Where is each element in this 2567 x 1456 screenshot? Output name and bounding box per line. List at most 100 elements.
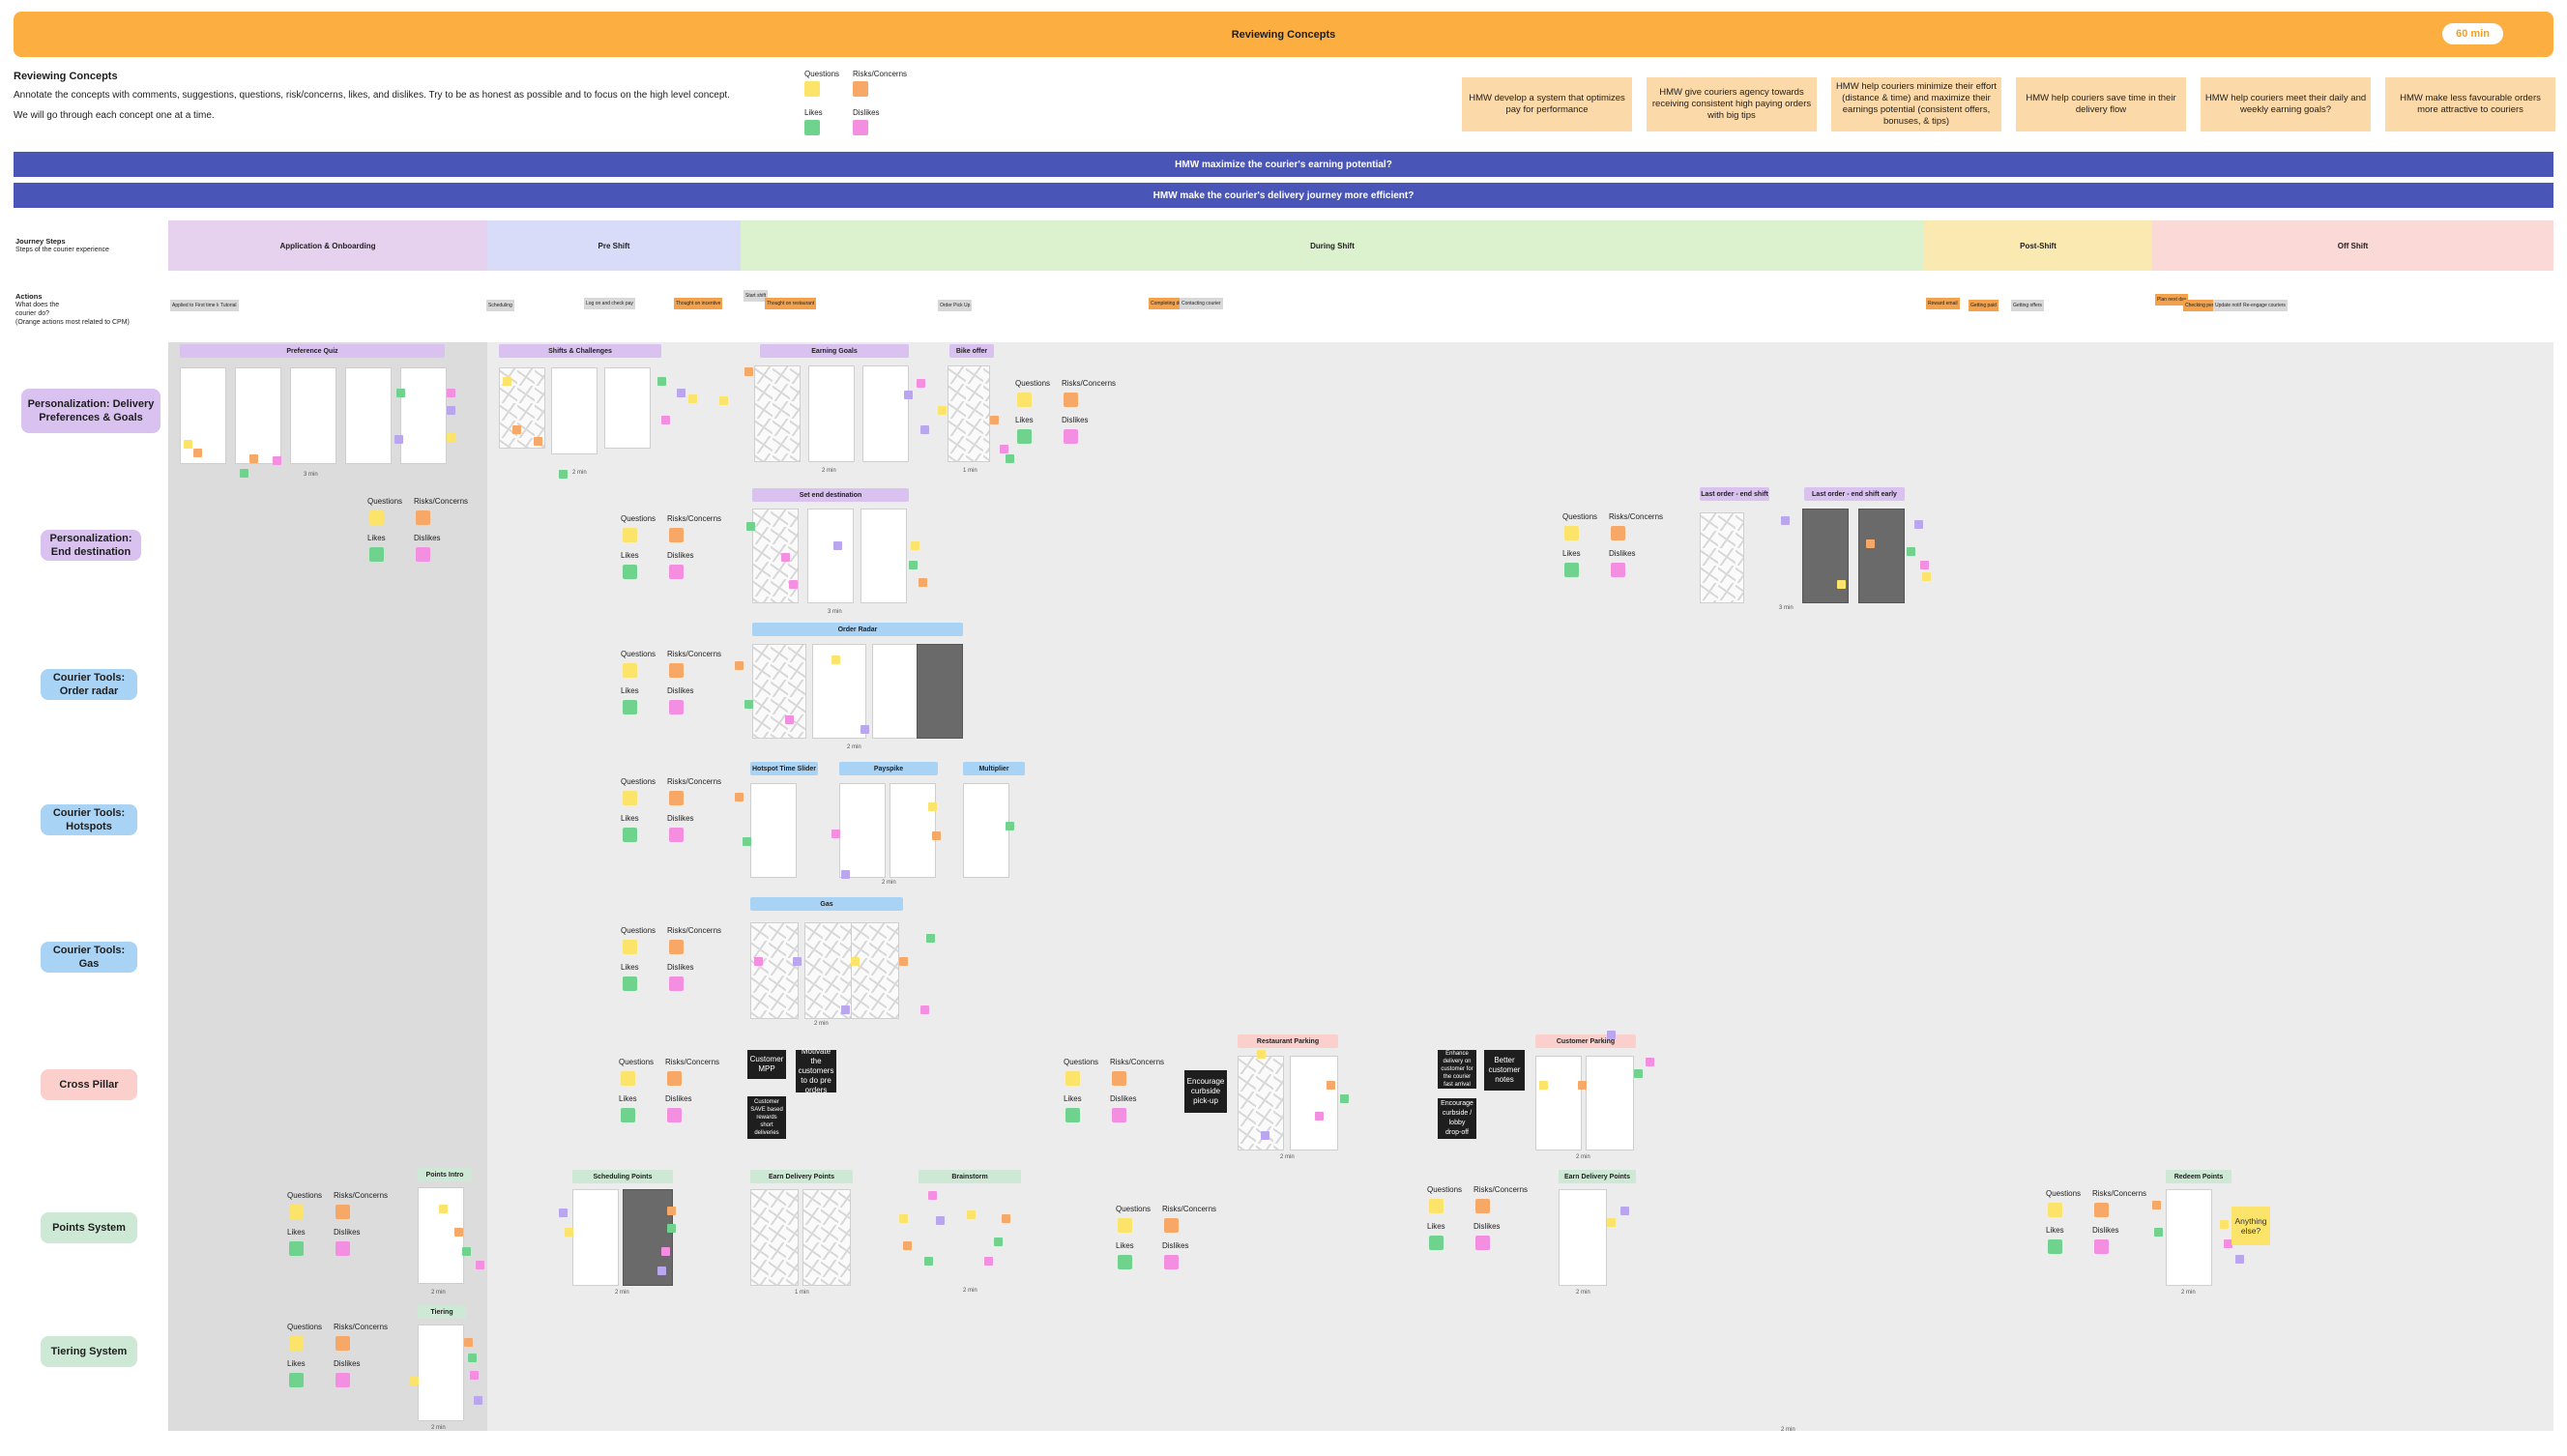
phone-screen[interactable] <box>754 365 801 462</box>
phone-screen[interactable] <box>807 509 854 603</box>
phone-screen[interactable] <box>1802 509 1849 603</box>
kit-dislikes-sticky[interactable] <box>669 976 684 991</box>
comment-sticky[interactable] <box>924 1257 933 1266</box>
comment-sticky[interactable] <box>1914 520 1923 529</box>
kit-dislikes-sticky[interactable] <box>669 565 684 579</box>
hmw-bar-efficiency[interactable]: HMW make the courier's delivery journey … <box>14 183 2553 208</box>
kit-questions-sticky[interactable] <box>1017 393 1032 407</box>
kit-risks-sticky[interactable] <box>1112 1071 1126 1086</box>
phone-screen[interactable] <box>572 1189 619 1286</box>
legend-risks-sticky[interactable] <box>853 81 868 97</box>
comment-sticky[interactable] <box>476 1261 484 1269</box>
comment-sticky[interactable] <box>410 1377 419 1385</box>
comment-sticky[interactable] <box>851 957 860 966</box>
kit-likes-sticky[interactable] <box>1429 1236 1444 1250</box>
kit-likes-sticky[interactable] <box>623 828 637 842</box>
comment-sticky[interactable] <box>512 425 521 434</box>
action-chip[interactable]: Contacting courier <box>1180 298 1223 309</box>
comment-sticky[interactable] <box>657 377 666 386</box>
kit-dislikes-sticky[interactable] <box>669 828 684 842</box>
phone-screen[interactable] <box>804 922 853 1019</box>
note-customer-mpp[interactable]: Customer MPP <box>747 1050 786 1079</box>
kit-questions-sticky[interactable] <box>1065 1071 1080 1086</box>
kit-likes-sticky[interactable] <box>621 1108 635 1122</box>
legend-likes-sticky[interactable] <box>804 120 820 135</box>
action-chip[interactable]: Getting offers <box>2011 300 2044 311</box>
legend-dislikes-sticky[interactable] <box>853 120 868 135</box>
hmw-card[interactable]: HMW help couriers minimize their effort … <box>1831 77 2001 131</box>
phone-screen[interactable] <box>345 367 392 464</box>
comment-sticky[interactable] <box>1920 561 1929 569</box>
comment-sticky[interactable] <box>1922 572 1931 581</box>
comment-sticky[interactable] <box>861 725 869 734</box>
comment-sticky[interactable] <box>1620 1207 1629 1215</box>
comment-sticky[interactable] <box>273 456 281 465</box>
kit-risks-sticky[interactable] <box>669 940 684 954</box>
kit-questions-sticky[interactable] <box>623 791 637 805</box>
hmw-bar-earning[interactable]: HMW maximize the courier's earning poten… <box>14 152 2553 177</box>
comment-sticky[interactable] <box>193 449 202 457</box>
comment-sticky[interactable] <box>926 934 935 943</box>
phone-screen[interactable] <box>851 922 899 1019</box>
phone-screen[interactable] <box>1586 1056 1634 1150</box>
comment-sticky[interactable] <box>833 541 842 550</box>
comment-sticky[interactable] <box>735 661 744 670</box>
kit-questions-sticky[interactable] <box>1564 526 1579 540</box>
comment-sticky[interactable] <box>464 1338 473 1347</box>
comment-sticky[interactable] <box>474 1396 482 1405</box>
kit-questions-sticky[interactable] <box>623 663 637 678</box>
phone-screen[interactable] <box>235 367 281 464</box>
note-enhance-delivery[interactable]: Enhance delivery on customer for the cou… <box>1438 1050 1476 1089</box>
comment-sticky[interactable] <box>565 1228 573 1237</box>
comment-sticky[interactable] <box>2220 1220 2229 1229</box>
kit-likes-sticky[interactable] <box>1564 563 1579 577</box>
comment-sticky[interactable] <box>984 1257 993 1266</box>
kit-risks-sticky[interactable] <box>1064 393 1078 407</box>
kit-questions-sticky[interactable] <box>1118 1218 1132 1233</box>
comment-sticky[interactable] <box>1315 1112 1324 1121</box>
comment-sticky[interactable] <box>447 389 455 397</box>
phone-screen[interactable] <box>180 367 226 464</box>
comment-sticky[interactable] <box>1257 1050 1266 1059</box>
kit-likes-sticky[interactable] <box>289 1241 304 1256</box>
kit-dislikes-sticky[interactable] <box>2094 1239 2109 1254</box>
kit-dislikes-sticky[interactable] <box>1164 1255 1179 1269</box>
comment-sticky[interactable] <box>785 715 794 724</box>
comment-sticky[interactable] <box>793 957 802 966</box>
comment-sticky[interactable] <box>1006 454 1014 463</box>
comment-sticky[interactable] <box>994 1238 1003 1246</box>
note-motivate-preorders[interactable]: Motivate the customers to do pre orders <box>796 1050 836 1092</box>
phone-screen[interactable] <box>400 367 447 464</box>
comment-sticky[interactable] <box>468 1354 477 1362</box>
hmw-card[interactable]: HMW help couriers meet their daily and w… <box>2201 77 2371 131</box>
legend-questions-sticky[interactable] <box>804 81 820 97</box>
action-chip[interactable]: Thought on restaurant <box>765 298 816 309</box>
note-encourage-pickup[interactable]: Encourage curbside pick-up <box>1184 1070 1227 1113</box>
comment-sticky[interactable] <box>667 1224 676 1233</box>
kit-questions-sticky[interactable] <box>623 528 637 542</box>
kit-questions-sticky[interactable] <box>621 1071 635 1086</box>
comment-sticky[interactable] <box>1539 1081 1548 1090</box>
comment-sticky[interactable] <box>534 437 542 446</box>
comment-sticky[interactable] <box>990 416 999 424</box>
action-chip[interactable]: Reward email <box>1926 298 1960 309</box>
kit-likes-sticky[interactable] <box>1017 429 1032 444</box>
hmw-card[interactable]: HMW help couriers save time in their del… <box>2016 77 2186 131</box>
note-customer-rewards[interactable]: Customer SAVE based rewards short delive… <box>747 1096 786 1139</box>
comment-sticky[interactable] <box>928 1191 937 1200</box>
comment-sticky[interactable] <box>559 1208 568 1217</box>
comment-sticky[interactable] <box>920 425 929 434</box>
comment-sticky[interactable] <box>1000 445 1008 453</box>
comment-sticky[interactable] <box>932 831 941 840</box>
comment-sticky[interactable] <box>184 440 192 449</box>
comment-sticky[interactable] <box>899 957 908 966</box>
kit-dislikes-sticky[interactable] <box>1112 1108 1126 1122</box>
comment-sticky[interactable] <box>903 1241 912 1250</box>
comment-sticky[interactable] <box>1646 1058 1654 1066</box>
phone-screen[interactable] <box>604 367 651 449</box>
phone-screen[interactable] <box>808 365 855 462</box>
comment-sticky[interactable] <box>1837 580 1846 589</box>
kit-risks-sticky[interactable] <box>1475 1199 1490 1213</box>
phone-screen[interactable] <box>1700 512 1744 603</box>
